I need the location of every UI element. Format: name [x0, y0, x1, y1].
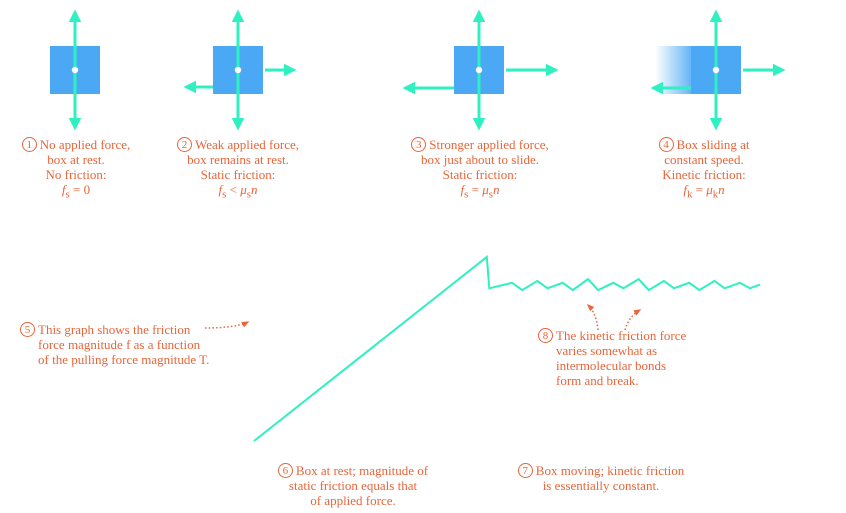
note-6-line-2: static friction equals that	[288, 478, 418, 493]
caption-1-line-3: No friction:	[45, 167, 107, 182]
caption-2-line-1: Weak applied force,	[195, 137, 299, 152]
note-5-line-1: This graph shows the friction	[38, 322, 191, 337]
panel-1-free-body	[50, 9, 100, 131]
equation-4: fk = μkn	[683, 182, 725, 201]
equation-3: fs = μsn	[460, 182, 500, 201]
note-7-line-2: is essentially constant.	[542, 478, 660, 493]
note-5-line-2: force magnitude f as a function	[38, 337, 201, 352]
note-5-line-3: of the pulling force magnitude T.	[38, 352, 210, 367]
step-badge-5: 5	[20, 322, 35, 337]
center-dot-4	[712, 66, 720, 74]
caption-3-line-3: Static friction:	[442, 167, 518, 182]
note-8-line-1: The kinetic friction force	[556, 328, 687, 343]
center-dot-2	[234, 66, 242, 74]
step-badge-4: 4	[658, 137, 674, 152]
step-badge-2: 2	[177, 137, 192, 152]
caption-4-line-3: Kinetic friction:	[662, 167, 746, 182]
caption-3-line-2: box just about to slide.	[420, 152, 540, 167]
leader-arrow-8a	[586, 303, 599, 331]
center-dot-3	[475, 66, 483, 74]
note-8-line-4: form and break.	[556, 373, 639, 388]
caption-3-line-1: Stronger applied force,	[429, 137, 549, 152]
center-dot-1	[71, 66, 79, 74]
step-badge-6: 6	[277, 463, 293, 478]
step-badge-8: 8	[538, 328, 553, 343]
note-7-line-1: Box moving; kinetic friction	[535, 463, 685, 478]
friction-curve	[253, 255, 761, 442]
step-badge-1: 1	[21, 137, 37, 152]
panel-2-free-body	[183, 9, 297, 131]
equation-1: fs = 0	[61, 182, 91, 201]
note-8-line-2: varies somewhat as	[556, 343, 658, 358]
step-badge-7: 7	[517, 463, 533, 478]
step-badge-3: 3	[411, 137, 427, 152]
friction-graph	[253, 255, 761, 442]
panel-4-free-body	[650, 9, 786, 131]
leader-arrow-8b	[624, 309, 642, 331]
caption-1-line-1: No applied force,	[39, 137, 131, 152]
caption-1-line-2: box at rest.	[47, 152, 105, 167]
equation-2: fs < μsn	[218, 182, 258, 201]
note-6-line-3: of applied force.	[310, 493, 396, 508]
note-8-line-3: intermolecular bonds	[556, 358, 667, 373]
leader-arrow-5	[204, 321, 250, 329]
caption-4-line-2: constant speed.	[664, 152, 744, 167]
note-6-line-1: Box at rest; magnitude of	[295, 463, 429, 478]
caption-4-line-1: Box sliding at	[676, 137, 750, 152]
panel-3-free-body	[402, 9, 559, 131]
caption-2-line-3: Static friction:	[200, 167, 276, 182]
caption-2-line-2: box remains at rest.	[187, 152, 289, 167]
